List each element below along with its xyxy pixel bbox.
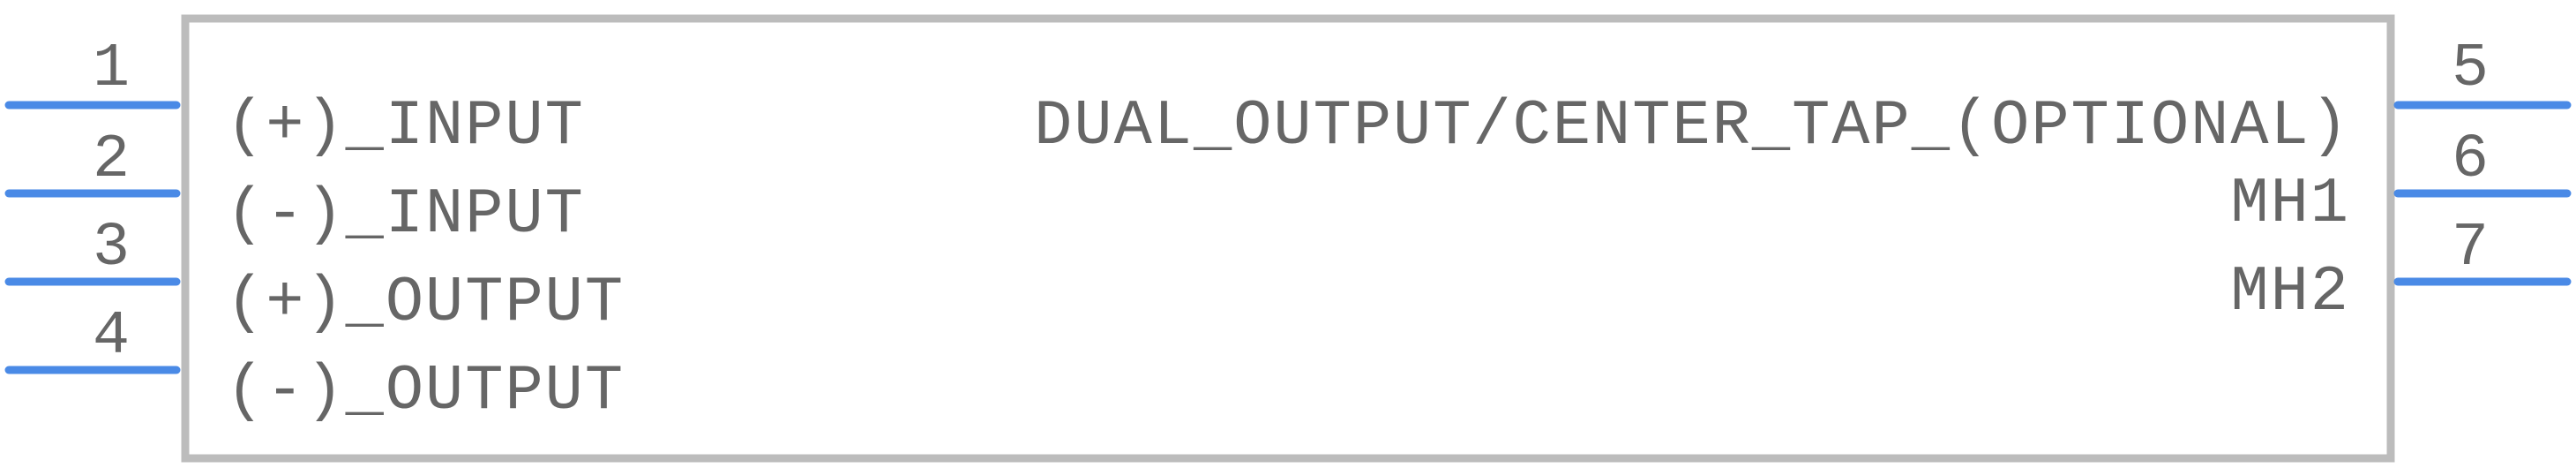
pin-label: (-)_INPUT (226, 178, 585, 251)
right-pin-5[interactable]: 5 DUAL_OUTPUT/CENTER_TAP_(OPTIONAL) (1034, 34, 2572, 162)
pin-number: 7 (2452, 214, 2489, 283)
pin-label: MH2 (2230, 256, 2350, 328)
left-pin-3[interactable]: 3 (+)_OUTPUT (4, 214, 625, 339)
right-pin-6[interactable]: 6 MH1 (2230, 125, 2572, 240)
pin-label: (+)_INPUT (226, 90, 585, 162)
pin-label: MH1 (2230, 168, 2350, 240)
left-pin-1[interactable]: 1 (+)_INPUT (4, 34, 585, 162)
pin-label: DUAL_OUTPUT/CENTER_TAP_(OPTIONAL) (1034, 90, 2350, 162)
pin-label: (-)_OUTPUT (226, 355, 625, 427)
pin-number: 1 (93, 34, 130, 104)
left-pin-2[interactable]: 2 (-)_INPUT (4, 125, 585, 251)
right-pin-7[interactable]: 7 MH2 (2230, 214, 2572, 328)
pin-number: 3 (93, 214, 130, 283)
left-pin-4[interactable]: 4 (-)_OUTPUT (4, 302, 625, 427)
pin-number: 5 (2452, 34, 2489, 104)
component-body (181, 14, 2395, 463)
pin-label: (+)_OUTPUT (226, 267, 625, 339)
pin-number: 4 (93, 302, 130, 372)
pin-number: 6 (2452, 125, 2489, 195)
pin-number: 2 (93, 125, 130, 195)
